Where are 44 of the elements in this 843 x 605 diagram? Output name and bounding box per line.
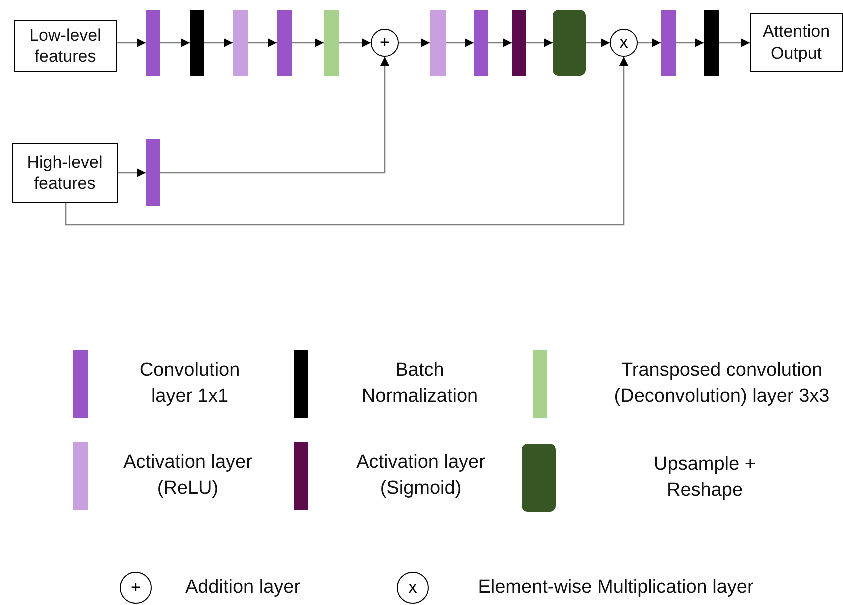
arrow — [118, 168, 146, 178]
arrow — [586, 38, 610, 48]
layer-bar — [430, 10, 446, 76]
arrow — [204, 38, 233, 48]
feature-box: High-level features — [12, 143, 118, 203]
arrow — [488, 38, 512, 48]
addition-circle: + — [371, 29, 399, 57]
legend-text: Activation layer (Sigmoid) — [356, 450, 486, 502]
layer-bar — [190, 10, 204, 76]
arrow — [248, 38, 277, 48]
layer-bar — [324, 10, 339, 76]
layer-bar — [704, 10, 719, 76]
layer-bar — [661, 10, 676, 76]
feature-box: Attention Output — [750, 13, 843, 72]
legend-text: Transposed convolution (Deconvolution) layer 3x3 — [613, 358, 831, 410]
layer-bar — [474, 10, 488, 76]
arrow — [719, 38, 750, 48]
operator-symbol: + — [131, 578, 141, 598]
layer-bar — [277, 10, 292, 76]
arrow — [446, 38, 474, 48]
arrow — [292, 38, 324, 48]
legend-text: Activation layer (ReLU) — [122, 450, 254, 502]
layer-bar — [146, 139, 160, 206]
feature-box: Low-level features — [14, 20, 117, 72]
arrow — [526, 38, 553, 48]
arrow — [160, 38, 190, 48]
legend-text: Convolution layer 1x1 — [138, 358, 242, 410]
arrow — [160, 57, 390, 174]
legend-text: Addition layer — [184, 576, 302, 600]
legend-text: Element-wise Multiplication layer — [477, 576, 755, 600]
arrow — [399, 38, 430, 48]
multiplication-circle: x — [610, 29, 638, 57]
layer-bar — [146, 10, 160, 76]
upsample-block — [553, 10, 586, 76]
arrow — [339, 38, 371, 48]
arrow — [638, 38, 661, 48]
arrow — [676, 38, 704, 48]
layer-bar — [233, 10, 248, 76]
layer-bar — [512, 10, 526, 76]
arrow — [117, 38, 146, 48]
legend-text: Batch Normalization — [360, 358, 480, 410]
arrow — [65, 57, 629, 226]
operator-symbol: x — [408, 578, 418, 598]
legend-text: Upsample + Reshape — [653, 452, 757, 504]
